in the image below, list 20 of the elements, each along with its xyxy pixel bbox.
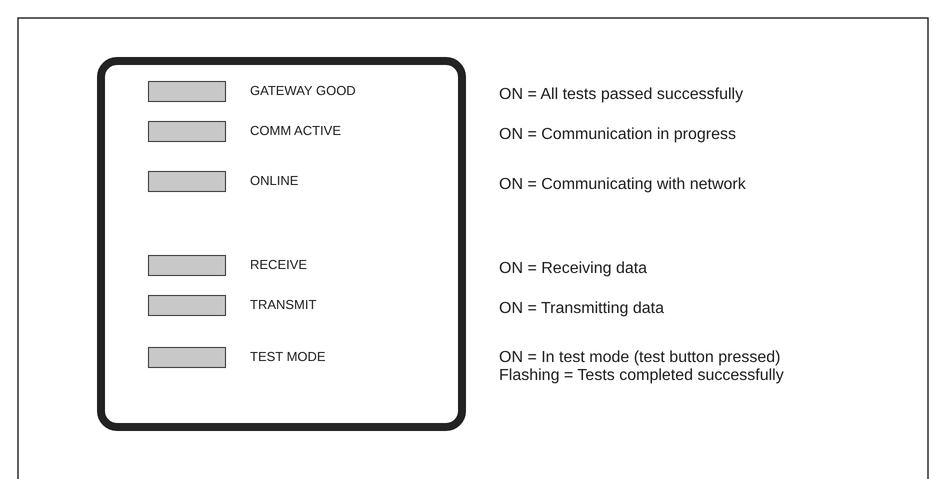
indicator-label: COMM ACTIVE: [250, 123, 342, 139]
indicator-label: GATEWAY GOOD: [250, 83, 356, 99]
led-indicator: [148, 171, 226, 192]
indicator-label: RECEIVE: [250, 257, 308, 273]
indicator-label: ONLINE: [250, 173, 298, 189]
indicator-panel: [97, 57, 466, 431]
led-indicator: [148, 81, 226, 102]
led-indicator: [148, 255, 226, 276]
status-description: ON = Receiving data: [499, 259, 648, 278]
led-indicator: [148, 295, 226, 316]
status-description: ON = In test mode (test button pressed): [499, 348, 780, 367]
indicator-label: TRANSMIT: [250, 297, 316, 313]
status-description: ON = All tests passed successfully: [499, 85, 744, 104]
led-indicator: [148, 121, 226, 142]
status-description: ON = Transmitting data: [499, 299, 664, 318]
indicator-label: TEST MODE: [250, 349, 326, 365]
status-description: Flashing = Tests completed successfully: [499, 366, 784, 385]
status-description: ON = Communication in progress: [499, 125, 736, 144]
led-indicator: [148, 347, 226, 368]
status-description: ON = Communicating with network: [499, 175, 746, 194]
